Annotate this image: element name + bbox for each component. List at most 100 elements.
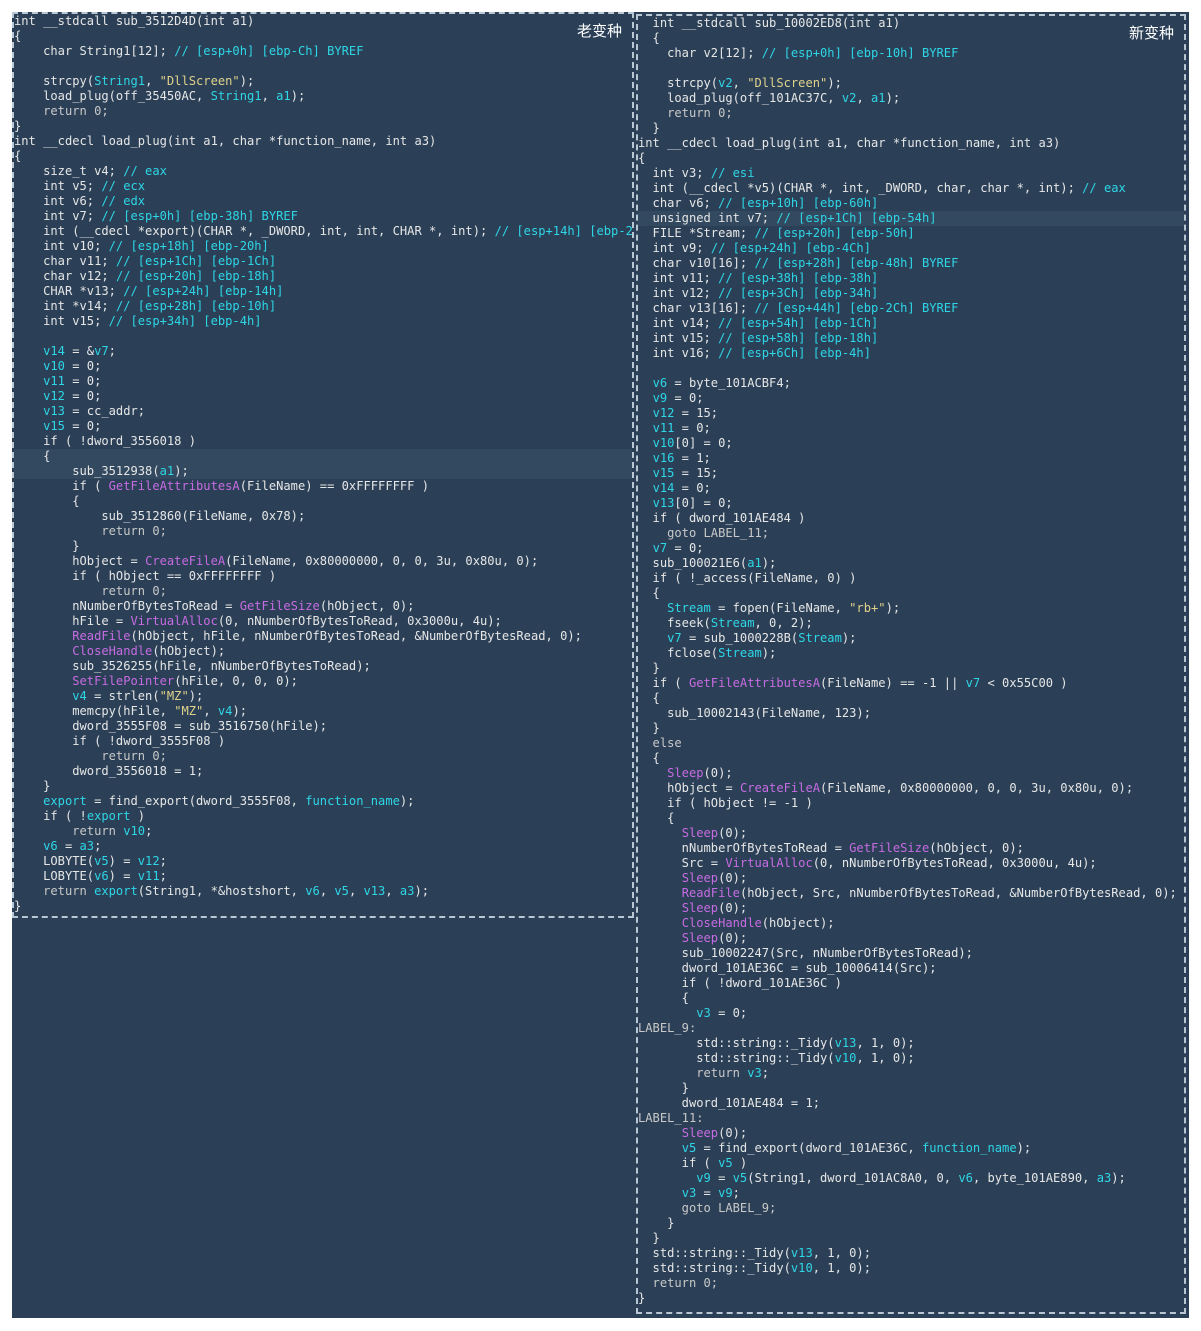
- code-line: {: [14, 29, 632, 44]
- code-line: v3 = v9;: [638, 1186, 1184, 1201]
- code-line: goto LABEL_9;: [638, 1201, 1184, 1216]
- code-line: char v12; // [esp+20h] [ebp-18h]: [14, 269, 632, 284]
- code-token: return 0;: [14, 104, 109, 118]
- code-line: dword_3555F08 = sub_3516750(hFile);: [14, 719, 632, 734]
- code-token: Sleep: [681, 931, 719, 945]
- new-variant-code-panel[interactable]: int __stdcall sub_10002ED8(int a1) { cha…: [636, 14, 1186, 1314]
- code-token: // [esp+1Ch] [ebp-1Ch]: [115, 254, 277, 268]
- code-token: size_t v4;: [14, 164, 124, 178]
- code-token: (hFile, 0, 0, 0);: [174, 674, 298, 688]
- code-line: v4 = strlen("MZ");: [14, 689, 632, 704]
- code-token: int v12;: [638, 286, 719, 300]
- code-line: FILE *Stream; // [esp+20h] [ebp-50h]: [638, 226, 1184, 241]
- code-token: [14, 404, 43, 418]
- code-token: // [esp+10h] [ebp-60h]: [718, 196, 879, 210]
- code-token: {: [638, 31, 660, 45]
- code-line: size_t v4; // eax: [14, 164, 632, 179]
- code-line: {: [638, 751, 1184, 766]
- code-token: int v10;: [14, 239, 109, 253]
- code-line: strcpy(String1, "DllScreen");: [14, 74, 632, 89]
- code-token: v9: [696, 1171, 711, 1185]
- code-line: nNumberOfBytesToRead = GetFileSize(hObje…: [14, 599, 632, 614]
- code-token: Sleep: [681, 871, 719, 885]
- code-line: [638, 61, 1184, 76]
- code-line: {: [638, 151, 1184, 166]
- code-token: ReadFile: [681, 886, 740, 900]
- code-token: v11: [43, 374, 65, 388]
- code-token: = 0;: [64, 419, 102, 433]
- code-line: return 0;: [14, 104, 632, 119]
- code-line: v15 = 0;: [14, 419, 632, 434]
- code-token: v6: [305, 884, 320, 898]
- code-token: (0);: [718, 931, 748, 945]
- code-token: int (__cdecl *export)(CHAR *, _DWORD, in…: [14, 224, 495, 238]
- code-listing: int __stdcall sub_3512D4D(int a1){ char …: [14, 14, 632, 914]
- code-line: int (__cdecl *export)(CHAR *, _DWORD, in…: [14, 224, 632, 239]
- code-line: if ( !_access(FileName, 0) ): [638, 571, 1184, 586]
- code-token: FILE *Stream;: [638, 226, 755, 240]
- code-token: sub_3526255(hFile, nNumberOfBytesToRead)…: [14, 659, 371, 673]
- code-line: [14, 59, 632, 74]
- code-token: else: [638, 736, 682, 750]
- code-token: int v15;: [638, 331, 719, 345]
- code-line: int v7; // [esp+0h] [ebp-38h] BYREF: [14, 209, 632, 224]
- code-line: hObject = CreateFileA(FileName, 0x800000…: [638, 781, 1184, 796]
- code-token: nNumberOfBytesToRead =: [638, 841, 850, 855]
- code-line: int __cdecl load_plug(int a1, char *func…: [14, 134, 632, 149]
- code-token: v13: [43, 404, 65, 418]
- code-token: v4: [217, 704, 233, 718]
- code-line: Sleep(0);: [638, 901, 1184, 916]
- code-line: char v13[16]; // [esp+44h] [ebp-2Ch] BYR…: [638, 301, 1184, 316]
- code-line: v16 = 1;: [638, 451, 1184, 466]
- code-token: v15: [652, 466, 675, 480]
- code-token: [638, 496, 653, 510]
- code-token: ;: [108, 344, 116, 358]
- code-token: std::string::_Tidy(: [638, 1261, 791, 1275]
- code-token: a1: [159, 464, 175, 478]
- code-line: [638, 361, 1184, 376]
- code-token: );: [885, 601, 901, 615]
- code-token: (FileName) == 0xFFFFFFFF ): [239, 479, 430, 493]
- code-token: = 0;: [710, 1006, 748, 1020]
- code-token: v10: [123, 824, 146, 838]
- code-token: int __cdecl load_plug(int a1, char *func…: [14, 134, 437, 148]
- code-token: ;: [732, 1186, 740, 1200]
- code-token: Stream: [798, 631, 842, 645]
- code-token: v3: [747, 1066, 762, 1080]
- code-line: dword_101AE36C = sub_10006414(Src);: [638, 961, 1184, 976]
- code-line: CHAR *v13; // [esp+24h] [ebp-14h]: [14, 284, 632, 299]
- code-token: if ( hObject == 0xFFFFFFFF ): [14, 569, 277, 583]
- code-line: load_plug(off_101AC37C, v2, a1);: [638, 91, 1184, 106]
- code-token: = byte_101ACBF4;: [667, 376, 791, 390]
- code-token: );: [1016, 1141, 1032, 1155]
- code-line: {: [14, 449, 632, 464]
- code-token: dword_101AE36C = sub_10006414(Src);: [638, 961, 937, 975]
- code-line: if ( hObject == 0xFFFFFFFF ): [14, 569, 632, 584]
- code-token: a1: [871, 91, 886, 105]
- code-line: return 0;: [14, 584, 632, 599]
- code-token: char v13[16];: [638, 301, 755, 315]
- code-listing: int __stdcall sub_10002ED8(int a1) { cha…: [638, 16, 1184, 1306]
- code-line: std::string::_Tidy(v10, 1, 0);: [638, 1051, 1184, 1066]
- code-token: fseek(: [638, 616, 711, 630]
- code-token: std::string::_Tidy(: [638, 1051, 835, 1065]
- code-line: LABEL_11:: [638, 1111, 1184, 1126]
- code-token: = cc_addr;: [64, 404, 146, 418]
- code-token: // [esp+1Ch] [ebp-54h]: [776, 211, 937, 225]
- code-token: [638, 421, 653, 435]
- code-line: unsigned int v7; // [esp+1Ch] [ebp-54h]: [638, 211, 1184, 226]
- code-token: = &: [64, 344, 95, 358]
- code-token: = 15;: [674, 406, 719, 420]
- code-line: v11 = 0;: [14, 374, 632, 389]
- old-variant-label: 老变种: [576, 22, 622, 40]
- code-token: // [esp+14h] [ebp-24h]: [494, 224, 633, 238]
- code-line: {: [638, 811, 1184, 826]
- code-line: int v14; // [esp+54h] [ebp-1Ch]: [638, 316, 1184, 331]
- code-token: v3: [681, 1186, 697, 1200]
- code-token: ,: [385, 884, 400, 898]
- code-token: v14: [652, 481, 675, 495]
- code-line: if ( hObject != -1 ): [638, 796, 1184, 811]
- code-line: if ( !dword_3555F08 ): [14, 734, 632, 749]
- old-variant-code-panel[interactable]: int __stdcall sub_3512D4D(int a1){ char …: [12, 12, 634, 918]
- code-token: // [esp+0h] [ebp-38h] BYREF: [101, 209, 298, 223]
